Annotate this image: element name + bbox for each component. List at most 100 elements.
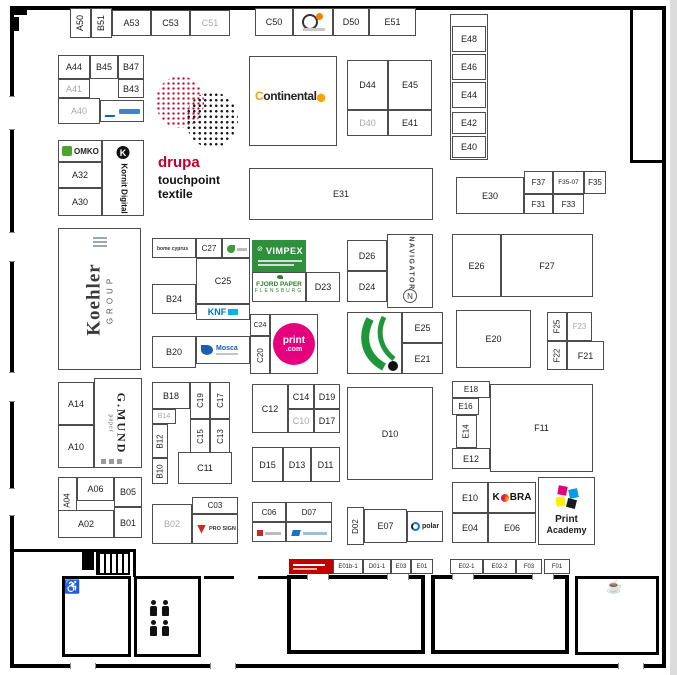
booth-d23[interactable]: D23 bbox=[306, 272, 340, 302]
booth-e20[interactable]: E20 bbox=[456, 310, 531, 368]
booth-e01b-1[interactable]: E01b-1 bbox=[333, 559, 363, 574]
booth-b24[interactable]: B24 bbox=[152, 284, 196, 314]
booth-f21[interactable]: F21 bbox=[567, 341, 604, 370]
booth-gmund-paper[interactable]: G.MUND paper bbox=[94, 378, 142, 468]
booth-logo-green-leaf[interactable] bbox=[222, 238, 250, 258]
booth-f35-07[interactable]: F35-07 bbox=[553, 171, 584, 194]
booth-d01-1[interactable]: D01-1 bbox=[363, 559, 391, 574]
booth-a50[interactable]: A50 bbox=[70, 8, 91, 38]
booth-f27[interactable]: F27 bbox=[501, 234, 593, 297]
booth-e31[interactable]: E31 bbox=[249, 168, 433, 220]
booth-d24[interactable]: D24 bbox=[347, 271, 387, 302]
booth-e46[interactable]: E46 bbox=[452, 54, 486, 80]
booth-a30[interactable]: A30 bbox=[58, 188, 102, 216]
booth-c10[interactable]: C10 bbox=[288, 409, 314, 433]
booth-f25[interactable]: F25 bbox=[547, 312, 567, 341]
booth-continental[interactable]: Continental⬤ bbox=[249, 56, 337, 146]
booth-b10[interactable]: B10 bbox=[152, 458, 168, 484]
booth-kornit-digital[interactable]: K Kornit Digital bbox=[102, 140, 144, 216]
booth-d02[interactable]: D02 bbox=[347, 507, 364, 545]
booth-f11[interactable]: F11 bbox=[490, 384, 593, 472]
booth-e02-2[interactable]: E02-2 bbox=[483, 559, 516, 574]
booth-b14[interactable]: B14 bbox=[152, 409, 176, 424]
booth-c24[interactable]: C24 bbox=[250, 314, 270, 336]
booth-a53[interactable]: A53 bbox=[112, 10, 151, 36]
booth-e51[interactable]: E51 bbox=[369, 8, 416, 36]
booth-e21[interactable]: E21 bbox=[402, 343, 443, 374]
booth-logo-blue[interactable] bbox=[100, 100, 144, 122]
booth-logo-small-2[interactable] bbox=[286, 522, 332, 542]
booth-logo-small-1[interactable] bbox=[252, 522, 286, 542]
booth-c50[interactable]: C50 bbox=[255, 8, 293, 36]
booth-c51[interactable]: C51 bbox=[190, 10, 230, 36]
booth-d50[interactable]: D50 bbox=[333, 8, 369, 36]
booth-e44[interactable]: E44 bbox=[452, 82, 486, 108]
booth-f33[interactable]: F33 bbox=[553, 194, 584, 214]
booth-koehler-group[interactable]: Koehler GROUP bbox=[58, 228, 141, 370]
booth-e45[interactable]: E45 bbox=[388, 60, 432, 110]
booth-d11[interactable]: D11 bbox=[311, 447, 340, 482]
booth-drupa-touchpoint-textile[interactable]: drupa touchpoint textile bbox=[148, 58, 242, 220]
booth-b43[interactable]: B43 bbox=[118, 79, 144, 98]
booth-e12[interactable]: E12 bbox=[452, 448, 490, 469]
booth-kobra[interactable]: K BRA bbox=[488, 482, 536, 513]
booth-vimpex[interactable]: ⊘ VIMPEX bbox=[252, 240, 306, 272]
booth-b47[interactable]: B47 bbox=[118, 55, 144, 79]
booth-polar[interactable]: polar bbox=[407, 511, 443, 542]
booth-d07[interactable]: D07 bbox=[286, 502, 332, 522]
booth-c11[interactable]: C11 bbox=[178, 452, 232, 484]
booth-e48[interactable]: E48 bbox=[452, 26, 486, 52]
booth-b01[interactable]: B01 bbox=[114, 507, 142, 538]
booth-c15[interactable]: C15 bbox=[190, 419, 210, 454]
booth-logo-red-banner[interactable] bbox=[289, 559, 333, 574]
booth-e03[interactable]: E03 bbox=[391, 559, 411, 574]
booth-omko[interactable]: OMKO bbox=[58, 140, 102, 162]
booth-f35[interactable]: F35 bbox=[584, 171, 606, 194]
booth-d13[interactable]: D13 bbox=[283, 447, 311, 482]
booth-e40[interactable]: E40 bbox=[452, 136, 486, 158]
booth-mosca[interactable]: Mosca bbox=[196, 336, 250, 364]
booth-f01[interactable]: F01 bbox=[544, 559, 570, 574]
booth-logo-green-swoosh[interactable] bbox=[347, 312, 402, 374]
booth-d44[interactable]: D44 bbox=[347, 60, 388, 110]
booth-d10[interactable]: D10 bbox=[347, 387, 433, 480]
booth-a10[interactable]: A10 bbox=[58, 425, 94, 468]
booth-e06[interactable]: E06 bbox=[488, 513, 536, 543]
booth-f31[interactable]: F31 bbox=[524, 194, 553, 214]
booth-a44[interactable]: A44 bbox=[58, 55, 90, 79]
booth-b45[interactable]: B45 bbox=[90, 55, 118, 79]
booth-c53[interactable]: C53 bbox=[151, 10, 190, 36]
booth-e01[interactable]: E01 bbox=[411, 559, 433, 574]
booth-d26[interactable]: D26 bbox=[347, 240, 387, 271]
booth-fjord-paper-flensburg[interactable]: FJORD PAPER FLENSBURG bbox=[252, 272, 306, 302]
booth-c19[interactable]: C19 bbox=[190, 382, 210, 419]
booth-e14[interactable]: E14 bbox=[456, 415, 477, 448]
booth-a41[interactable]: A41 bbox=[58, 79, 90, 98]
booth-c03[interactable]: C03 bbox=[192, 497, 238, 514]
booth-knf[interactable]: KNF bbox=[196, 304, 250, 320]
booth-e25[interactable]: E25 bbox=[402, 312, 443, 343]
booth-e30[interactable]: E30 bbox=[456, 177, 524, 214]
booth-pro-sign[interactable]: PRO SIGN bbox=[192, 514, 238, 544]
booth-c20[interactable]: C20 bbox=[250, 336, 270, 374]
booth-a06[interactable]: A06 bbox=[77, 477, 114, 501]
booth-d17[interactable]: D17 bbox=[314, 409, 340, 433]
booth-a32[interactable]: A32 bbox=[58, 162, 102, 188]
booth-print-com[interactable]: print .com bbox=[270, 314, 318, 374]
booth-e41[interactable]: E41 bbox=[388, 110, 432, 136]
booth-e18[interactable]: E18 bbox=[452, 381, 490, 398]
booth-b12[interactable]: B12 bbox=[152, 424, 168, 458]
booth-a40[interactable]: A40 bbox=[58, 98, 100, 124]
booth-c14[interactable]: C14 bbox=[288, 384, 314, 409]
booth-e42[interactable]: E42 bbox=[452, 112, 486, 134]
booth-e10[interactable]: E10 bbox=[452, 482, 488, 513]
booth-bome-cyprus[interactable]: bome cyprus bbox=[152, 238, 196, 258]
booth-c25[interactable]: C25 bbox=[196, 258, 250, 304]
booth-f22[interactable]: F22 bbox=[547, 341, 567, 370]
booth-b02[interactable]: B02 bbox=[152, 504, 192, 544]
booth-e07[interactable]: E07 bbox=[364, 509, 407, 543]
booth-print-academy[interactable]: Print Academy bbox=[538, 477, 595, 545]
booth-c27[interactable]: C27 bbox=[196, 238, 222, 258]
booth-d19[interactable]: D19 bbox=[314, 384, 340, 409]
booth-f03[interactable]: F03 bbox=[516, 559, 542, 574]
